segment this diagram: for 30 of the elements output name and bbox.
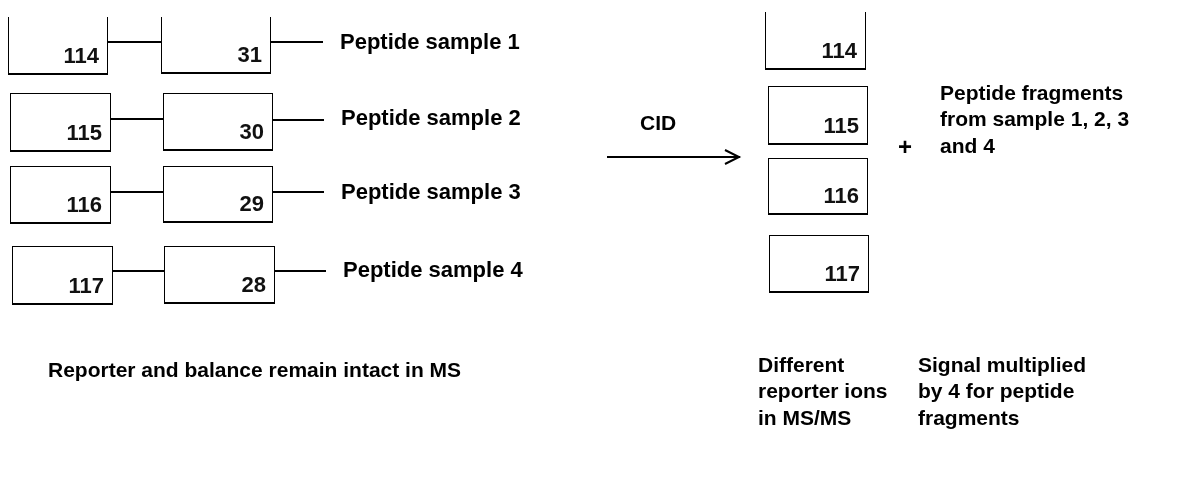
note-text: Signal multiplied by 4 for peptide fragments bbox=[918, 352, 1087, 431]
tag-box: 117 bbox=[769, 235, 869, 293]
connector-line bbox=[107, 41, 162, 43]
tag-box: 117 bbox=[12, 246, 113, 305]
sample-label: Peptide sample 1 bbox=[340, 31, 520, 53]
tag-box: 31 bbox=[161, 17, 271, 74]
tag-box: 115 bbox=[768, 86, 868, 145]
tag-box: 116 bbox=[10, 166, 111, 224]
connector-line bbox=[110, 118, 164, 120]
plus-sign: + bbox=[898, 132, 913, 162]
connector-line bbox=[272, 119, 325, 121]
connector-line bbox=[112, 270, 165, 272]
sample-label: Peptide sample 3 bbox=[341, 181, 521, 203]
note-text: CID bbox=[640, 110, 678, 136]
note-text: Reporter and balance remain intact in MS bbox=[48, 357, 463, 383]
note-text: Different reporter ions in MS/MS bbox=[758, 352, 889, 431]
tag-box: 116 bbox=[768, 158, 868, 215]
connector-line bbox=[270, 41, 324, 43]
connector-line bbox=[110, 191, 164, 193]
tag-box: 30 bbox=[163, 93, 273, 151]
tag-box: 114 bbox=[8, 17, 108, 75]
sample-label: Peptide sample 2 bbox=[341, 107, 521, 129]
connector-line bbox=[274, 270, 327, 272]
tag-box: 115 bbox=[10, 93, 111, 152]
connector-line bbox=[272, 191, 325, 193]
sample-label: Peptide sample 4 bbox=[343, 259, 523, 281]
tag-box: 28 bbox=[164, 246, 275, 304]
note-text: Peptide fragments from sample 1, 2, 3 and 4 bbox=[940, 80, 1131, 159]
tag-box: 114 bbox=[765, 12, 866, 70]
tag-box: 29 bbox=[163, 166, 273, 223]
